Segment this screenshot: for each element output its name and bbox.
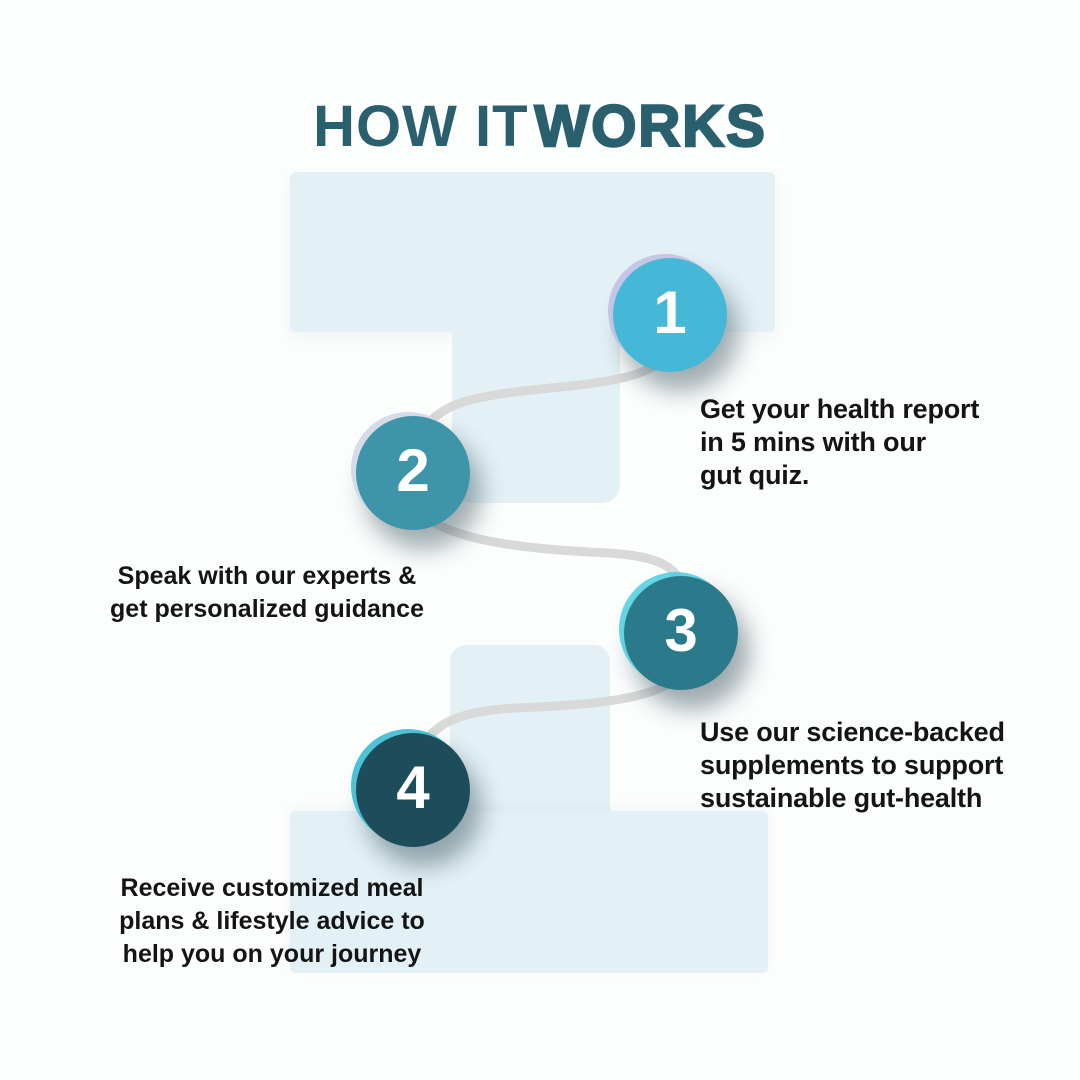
step-4-number: 4 <box>396 754 430 821</box>
step-3-description: Use our science-backed supplements to su… <box>700 716 1005 815</box>
background-shape-upper-stem <box>452 318 620 503</box>
step-2-badge: 2 <box>356 416 470 530</box>
step-4-badge: 4 <box>356 733 470 847</box>
step-3-number: 3 <box>664 597 698 664</box>
step-1-number: 1 <box>653 279 687 346</box>
page-title-heavy: WORKS <box>533 94 767 159</box>
background-shape-bottom-bar <box>290 811 768 973</box>
step-2-description: Speak with our experts & get personalize… <box>87 560 447 626</box>
step-3-line: supplements to support <box>700 750 1004 780</box>
step-4-line: plans & lifestyle advice to <box>119 907 425 935</box>
step-3-badge: 3 <box>624 576 738 690</box>
step-2-number: 2 <box>396 437 430 504</box>
step-1-badge: 1 <box>613 258 727 372</box>
step-3-line: Use our science-backed <box>700 717 1005 747</box>
background-shape-lower-stem <box>450 645 610 820</box>
step-4-line: help you on your journey <box>122 940 422 968</box>
step-4-description: Receive customized meal plans & lifestyl… <box>92 872 452 971</box>
step-1-line: gut quiz. <box>700 460 810 490</box>
step-1-line: in 5 mins with our <box>700 427 926 457</box>
step-2-line: get personalized guidance <box>110 595 424 623</box>
step-4-line: Receive customized meal <box>120 874 424 902</box>
step-3-line: sustainable gut-health <box>700 783 983 813</box>
step-1-line: Get your health report <box>700 394 980 424</box>
step-2-line: Speak with our experts & <box>117 562 417 590</box>
page-title-regular: HOW IT <box>313 94 529 159</box>
step-1-description: Get your health report in 5 mins with ou… <box>700 393 979 492</box>
